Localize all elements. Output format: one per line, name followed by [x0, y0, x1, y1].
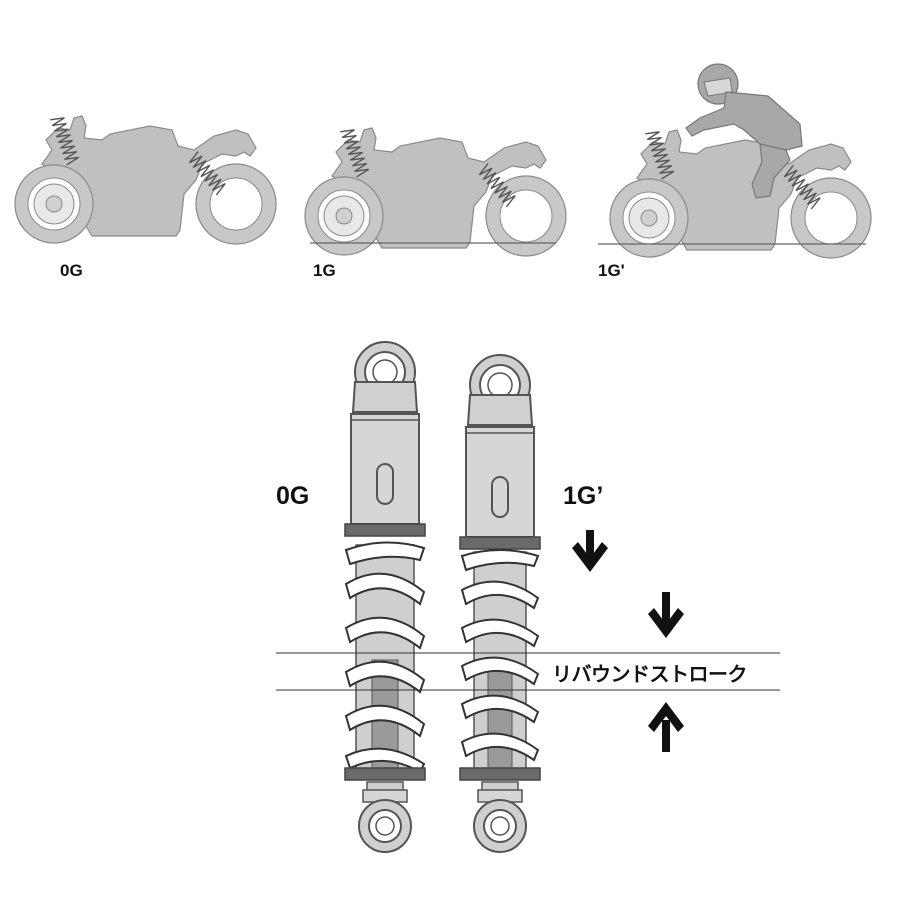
- spring: [460, 549, 540, 762]
- bike-label-1g-prime: 1G': [598, 261, 625, 280]
- shock-label-1g-prime: 1G’: [563, 482, 604, 510]
- spring: [344, 541, 426, 774]
- motorcycle-1g: [304, 126, 567, 257]
- shock-label-0g: 0G: [276, 482, 310, 510]
- arrow-up-icon: [648, 702, 684, 752]
- shock-absorber-1g-prime: [459, 354, 541, 853]
- bike-label-1g: 1G: [313, 261, 336, 280]
- rebound-stroke-label: リバウンドストローク: [552, 662, 748, 686]
- arrow-down-icon: [572, 530, 608, 572]
- bike-label-0g: 0G: [60, 261, 83, 280]
- rider: [685, 63, 803, 199]
- motorcycle-0g: [14, 114, 277, 245]
- motorcycle-1g-prime: [598, 63, 872, 259]
- shock-absorber-0g: [344, 341, 426, 853]
- arrow-down-icon: [648, 592, 684, 638]
